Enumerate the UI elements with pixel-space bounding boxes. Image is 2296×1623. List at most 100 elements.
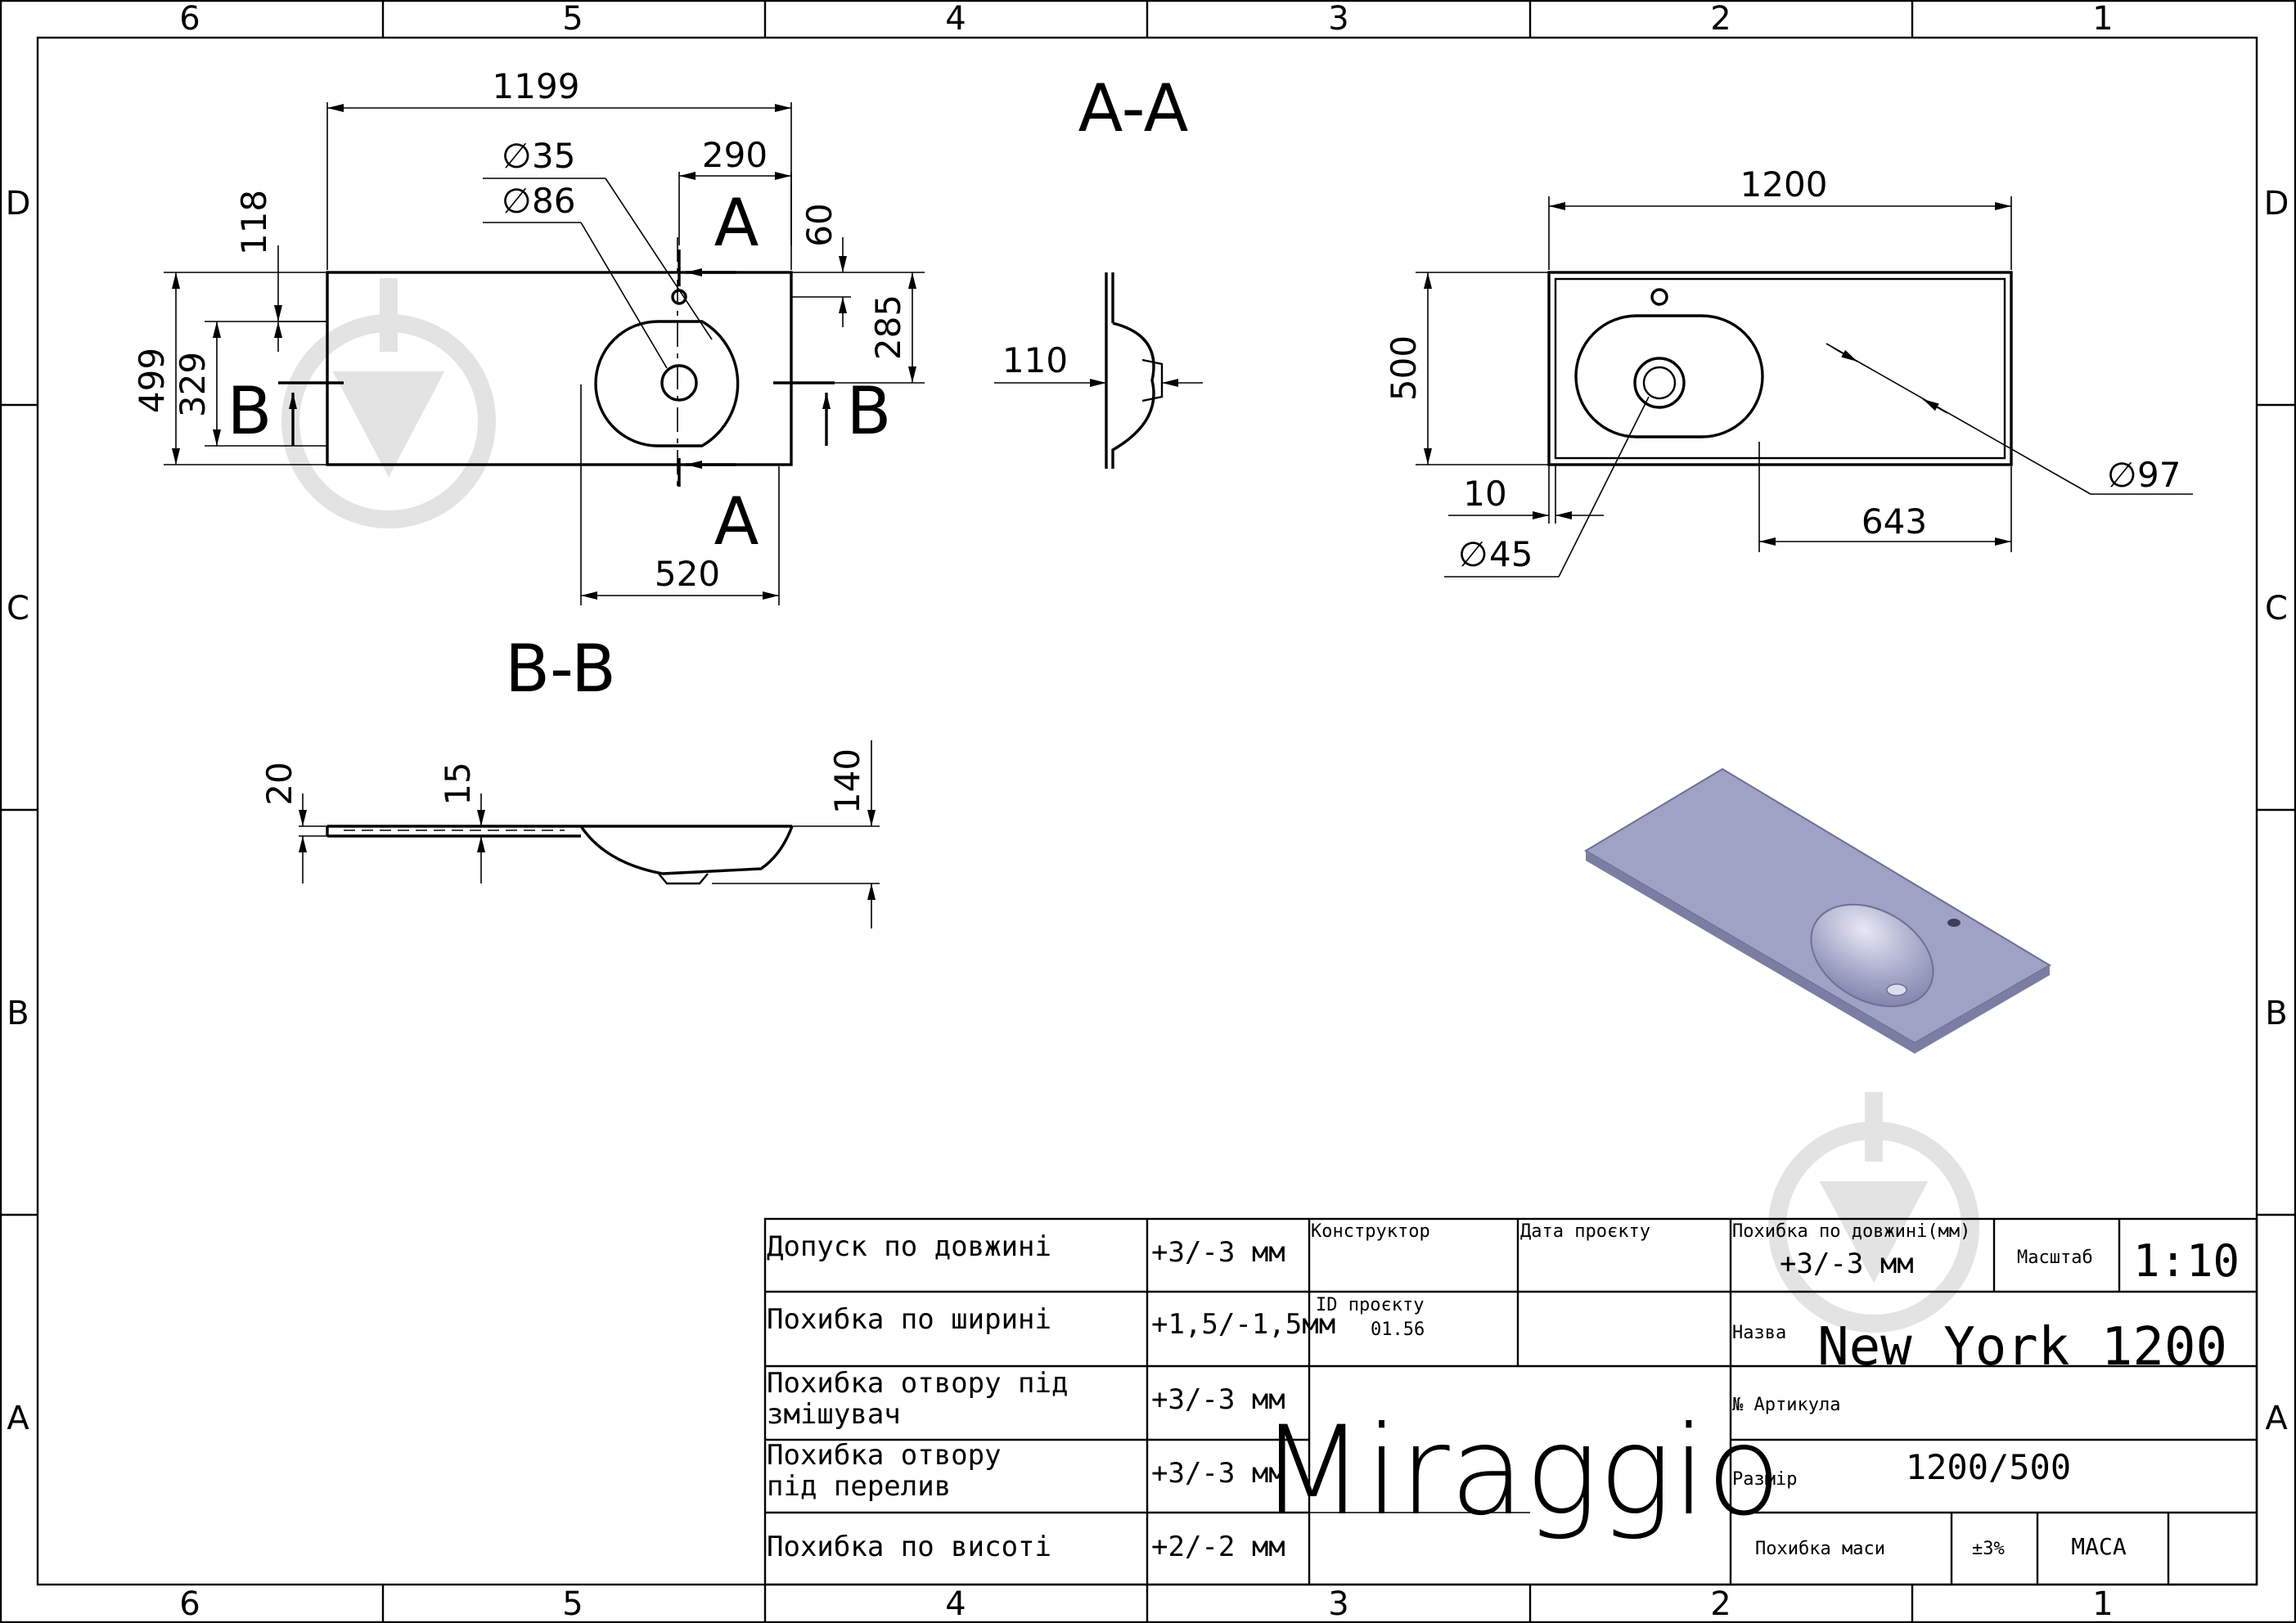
zone-row-b-right: B [2265, 995, 2287, 1032]
zone-col-3-bottom: 3 [1328, 1585, 1348, 1623]
tolerance-length-label: Допуск по довжині [767, 1230, 1051, 1263]
top-drain-inner [1642, 366, 1677, 400]
dim-643: 643 [1862, 501, 1927, 542]
mass-label: МАСА [2071, 1533, 2127, 1560]
zone-col-5: 5 [562, 0, 583, 38]
drain-hole [660, 364, 698, 402]
product-name-value: New York 1200 [1817, 1317, 2227, 1378]
zone-row-a: A [7, 1400, 29, 1437]
tolerance-height-value: +2/-2 мм [1151, 1531, 1285, 1563]
tolerance-height-label: Похибка по висоті [767, 1531, 1051, 1563]
zone-col-4-bottom: 4 [945, 1585, 966, 1623]
tolerance-overflow-label-2: під перелив [767, 1470, 951, 1503]
title-block: Допуск по довжині +3/-3 мм Похибка по ши… [763, 1217, 2258, 1586]
dim-329: 329 [173, 352, 213, 417]
zone-col-6: 6 [179, 0, 200, 38]
zone-col-2: 2 [1710, 0, 1731, 38]
dim-1200: 1200 [1740, 164, 1828, 205]
brand-logo-text: Miraggio [1259, 1400, 1781, 1543]
tolerance-width-value: +1,5/-1,5мм [1151, 1308, 1335, 1341]
dim-520: 520 [655, 554, 720, 594]
project-date-label: Дата проєкту [1520, 1221, 1650, 1242]
length-error-value: +3/-3 мм [1780, 1248, 1914, 1280]
dim-20: 20 [259, 762, 299, 805]
zone-row-d: D [6, 185, 31, 223]
zone-row-c: C [7, 590, 29, 627]
section-b-label-right: B [847, 373, 892, 449]
mass-error-label: Похибка маси [1755, 1539, 1885, 1559]
dim-dia97: 97 [2137, 455, 2181, 495]
diameter-symbol-icon: ∅ [502, 136, 532, 176]
render-bowl [1810, 903, 1934, 1008]
dim-dia35: 35 [532, 136, 575, 176]
zone-labels: 6 5 4 3 2 1 6 5 4 3 2 1 D C B A D C B A [6, 0, 2289, 1623]
tolerance-length-value: +3/-3 мм [1151, 1236, 1285, 1269]
section-aa-title: A-A [1078, 70, 1189, 146]
top-view: 1200 500 10 ∅ 45 643 ∅ 97 [1384, 164, 2193, 578]
front-view: A A B B 1199 290 ∅ 35 ∅ 86 118 [132, 66, 925, 605]
zone-col-2-bottom: 2 [1710, 1585, 1731, 1623]
zone-row-b: B [7, 995, 29, 1032]
watermark-logo-icon [281, 278, 496, 528]
size-value: 1200/500 [1906, 1447, 2071, 1487]
dim-290: 290 [702, 135, 768, 175]
mass-error-value: ±3% [1972, 1539, 2005, 1559]
designer-label: Конструктор [1311, 1221, 1430, 1242]
bowl-section-profile [579, 825, 794, 875]
scale-label: Масштаб [2017, 1248, 2093, 1268]
article-label: № Артикула [1731, 1395, 1840, 1415]
section-b-label-left: B [227, 373, 272, 449]
diameter-symbol-icon: ∅ [502, 181, 532, 221]
name-label: Назва [1732, 1323, 1786, 1343]
size-label: Размір [1732, 1469, 1797, 1490]
tolerance-mixer-label-2: змішувач [767, 1398, 901, 1431]
zone-row-a-right: A [2265, 1400, 2288, 1437]
bowl-profile [1111, 321, 1155, 469]
tolerance-mixer-value: +3/-3 мм [1151, 1383, 1285, 1416]
top-bowl-outline [1574, 314, 1764, 438]
tolerance-mixer-label-1: Похибка отвору під [767, 1367, 1068, 1400]
dim-1199: 1199 [493, 66, 580, 106]
section-bb-view: 20 15 140 [259, 740, 880, 928]
tolerance-overflow-label-1: Похибка отвору [767, 1439, 1002, 1472]
top-drain-outer [1633, 357, 1686, 409]
zone-col-5-bottom: 5 [562, 1585, 583, 1623]
dim-10: 10 [1463, 474, 1506, 514]
scale-value: 1:10 [2133, 1235, 2240, 1287]
zone-col-1-bottom: 1 [2092, 1585, 2113, 1623]
dim-dia45: 45 [1489, 534, 1533, 574]
zone-row-c-right: C [2265, 590, 2288, 627]
section-a-label-top: A [714, 185, 759, 261]
dim-dia86: 86 [532, 181, 575, 221]
dim-499: 499 [132, 348, 172, 413]
section-bb-title: B-B [505, 631, 616, 707]
dim-110: 110 [1002, 340, 1068, 380]
length-error-label: Похибка по довжині(мм) [1732, 1221, 1970, 1242]
dim-118: 118 [234, 190, 274, 255]
diameter-symbol-icon: ∅ [2107, 455, 2137, 495]
top-countertop-outline [1547, 271, 2013, 466]
zone-col-6-bottom: 6 [179, 1585, 200, 1623]
tolerance-width-label: Похибка по ширині [767, 1303, 1051, 1336]
watermark-logo-icon [1768, 1092, 1979, 1333]
dim-60: 60 [799, 203, 840, 246]
top-mixer-hole [1650, 288, 1668, 306]
dim-140: 140 [827, 749, 867, 814]
zone-col-3: 3 [1328, 0, 1348, 38]
diameter-symbol-icon: ∅ [1458, 534, 1488, 574]
zone-row-d-right: D [2264, 185, 2289, 223]
zone-col-4: 4 [945, 0, 966, 38]
project-id-value: 01.56 [1371, 1320, 1425, 1340]
product-3d-render [1584, 767, 2051, 1054]
project-id-label: ID проєкту [1316, 1295, 1424, 1315]
dim-285: 285 [868, 294, 908, 360]
tolerance-overflow-value: +3/-3 мм [1151, 1457, 1285, 1490]
dim-15: 15 [438, 762, 478, 805]
section-a-label-bottom: A [714, 483, 759, 560]
bowl-outline [594, 320, 740, 447]
countertop-outline [326, 271, 793, 466]
dim-500: 500 [1384, 335, 1424, 401]
section-aa-view: 110 [994, 272, 1203, 469]
zone-col-1: 1 [2092, 0, 2113, 38]
